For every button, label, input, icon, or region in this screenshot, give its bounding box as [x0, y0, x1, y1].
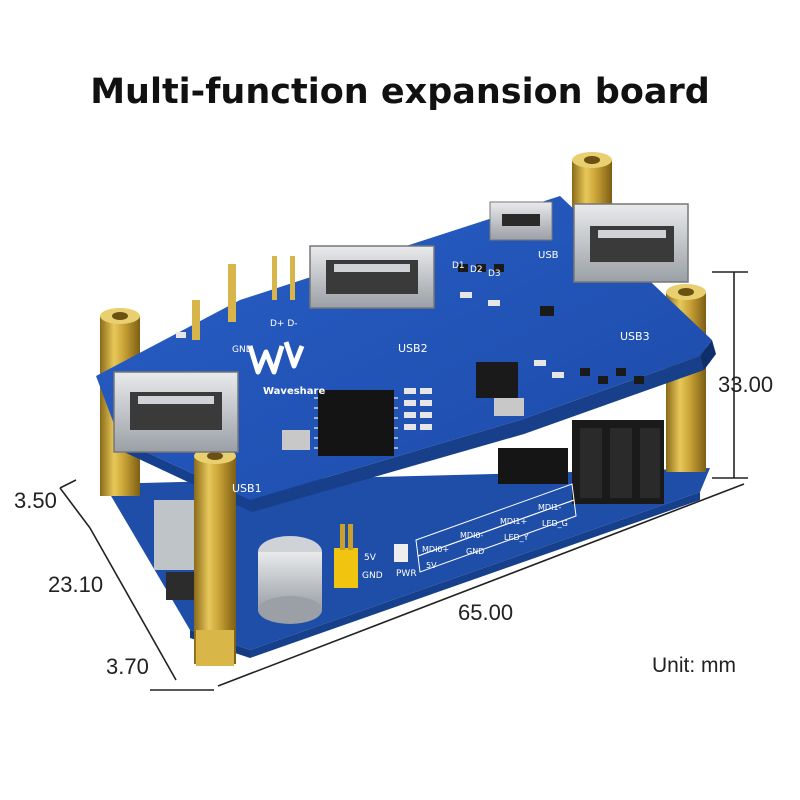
d1-label: D1	[452, 261, 465, 271]
upper-components	[113, 201, 689, 456]
waveshare-logo-icon	[247, 341, 305, 375]
d2-label: D2	[470, 265, 483, 275]
mdi0-minus-label: MDI0-	[460, 531, 484, 540]
front-standoffs	[194, 448, 236, 666]
pwr-label: PWR	[396, 569, 417, 579]
page-title: Multi-function expansion board	[90, 72, 710, 112]
v5-label: 5V	[364, 553, 377, 563]
dim-bottom-offset: 3.70	[106, 654, 149, 679]
mdi1-plus-label: MDI1+	[500, 517, 527, 526]
gnd-bottom-label: GND	[362, 571, 383, 581]
usb1-label: USB1	[232, 482, 262, 495]
led-g-label: LED_G	[542, 519, 568, 528]
gnd-top-label: GND	[232, 345, 253, 355]
dimension-lines	[59, 271, 748, 691]
usb2-label: USB2	[398, 342, 428, 355]
pin-gnd-label: GND	[466, 547, 484, 556]
usb3-label: USB3	[620, 330, 650, 343]
usb-label: USB	[538, 250, 559, 261]
dim-length: 65.00	[458, 600, 514, 625]
d3-label: D3	[488, 269, 501, 279]
dim-middle: 23.10	[48, 572, 104, 597]
mdi1-minus-label: MDI1-	[538, 503, 562, 512]
brand-label: Waveshare	[263, 386, 325, 397]
silkscreen-labels: Waveshare USB1 USB2 USB3 USB GND D+ D- D…	[232, 250, 650, 581]
pin-5v-label: 5V	[426, 561, 437, 570]
led-y-label: LED_Y	[504, 533, 529, 542]
dim-top-offset: 3.50	[14, 488, 57, 513]
dim-height-total: 33.00	[718, 372, 774, 397]
d-pins-label: D+ D-	[270, 319, 298, 329]
unit-label: Unit: mm	[652, 654, 736, 677]
mdi0-plus-label: MDI0+	[422, 545, 449, 554]
